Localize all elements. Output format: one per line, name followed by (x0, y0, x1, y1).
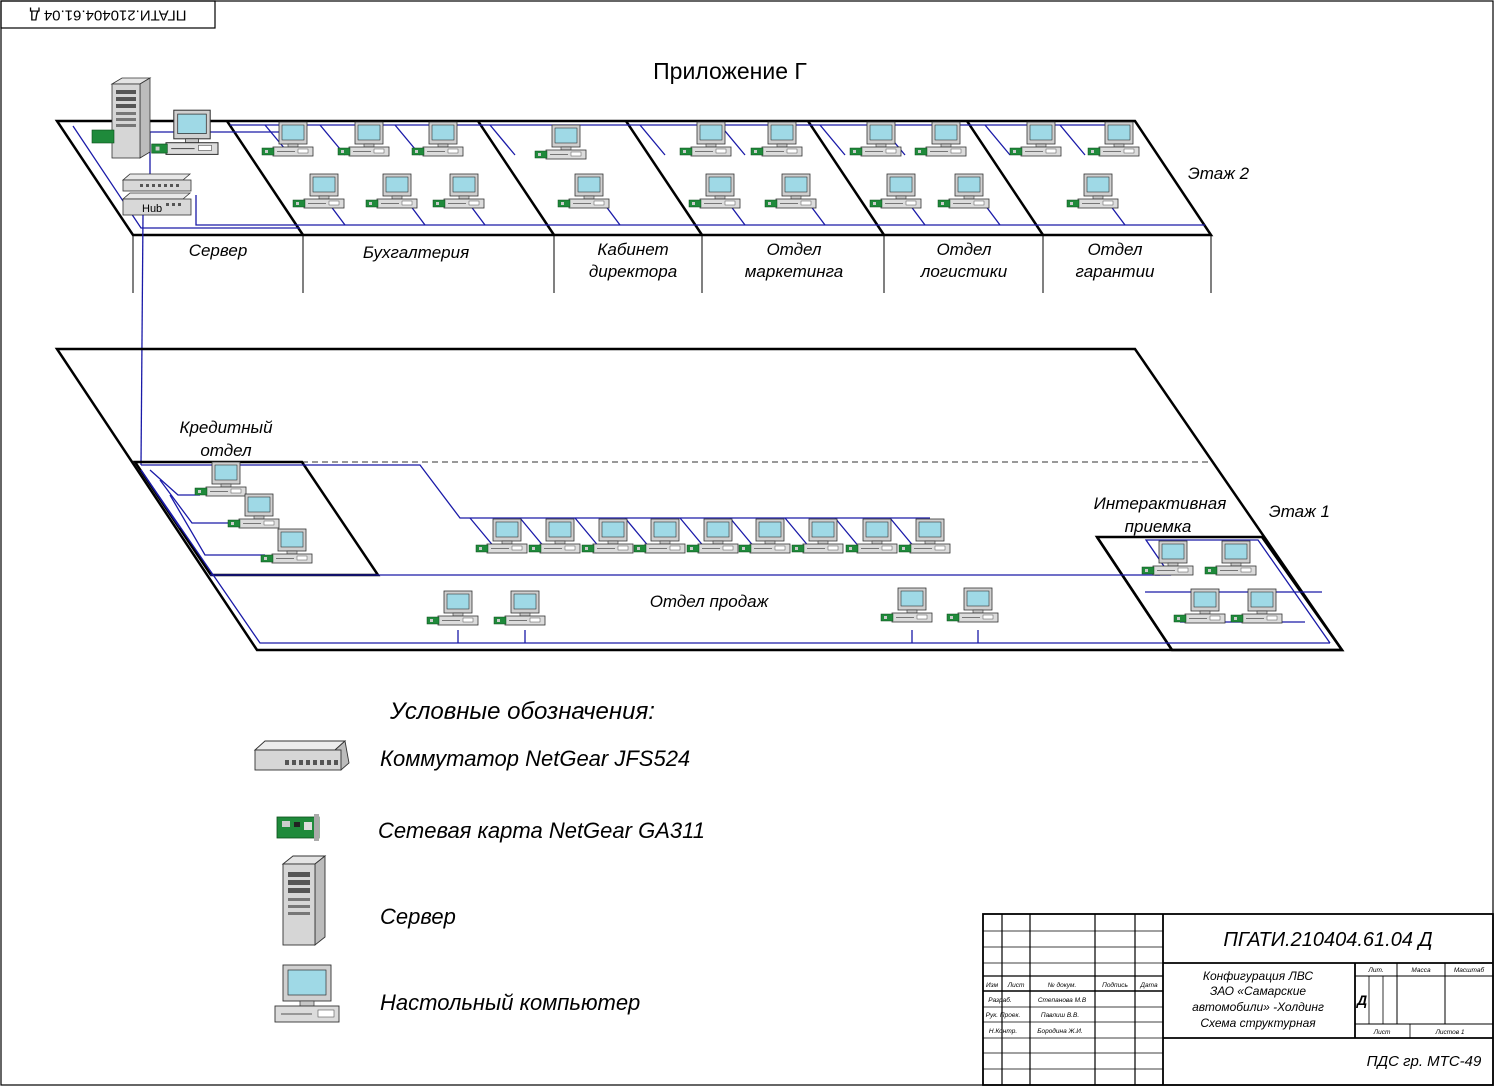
legend-desktop-label: Настольный компьютер (380, 990, 640, 1015)
legend-switch-label: Коммутатор NetGear JFS524 (380, 746, 690, 771)
network-card-icon (91, 129, 115, 144)
col-doc: № докум. (1048, 981, 1077, 989)
svg-text:ПГАТИ.210404.61.04 Д: ПГАТИ.210404.61.04 Д (30, 7, 187, 24)
scale-label: Масштаб (1454, 966, 1485, 974)
legend-card-label: Сетевая карта NetGear GA311 (378, 818, 705, 843)
room-logistics-label-2: логистики (920, 262, 1008, 281)
col-sign: Подпись (1102, 981, 1128, 989)
name-developer: Степанова М.В (1038, 997, 1087, 1004)
name-norm-control: Бородина Ж.И. (1037, 1027, 1083, 1035)
floor-1: Этаж 1 Кредитный отдел Интерактивная при… (54, 347, 1345, 652)
room-credit-label-1: Кредитный (179, 418, 273, 437)
col-date: Дата (1139, 982, 1158, 989)
title-block (982, 913, 1494, 1086)
name-project-lead: Павлиш В.В. (1041, 1012, 1079, 1019)
lit-label: Лит. (1367, 967, 1383, 974)
room-warranty-label-2: гарантии (1076, 262, 1156, 281)
server-icon (281, 855, 327, 946)
col-izm: Изм (986, 982, 999, 989)
page-title: Приложение Г (653, 58, 807, 84)
desc-line-4: Схема структурная (1200, 1016, 1316, 1030)
floor-2-label: Этаж 2 (1188, 164, 1250, 183)
room-warranty-label-1: Отдел (1087, 240, 1142, 259)
room-director-label-1: Кабинет (597, 240, 668, 259)
desc-line-3: автомобили» -Холдинг (1192, 1000, 1324, 1014)
legend: Условные обозначения: Коммутатор NetGear… (253, 698, 705, 1023)
floor-1-label: Этаж 1 (1269, 502, 1330, 521)
desc-line-1: Конфигурация ЛВС (1203, 969, 1314, 983)
switch-icon (121, 173, 192, 216)
sheets-label: Листов 1 (1434, 1029, 1464, 1036)
switch-icon (253, 740, 350, 771)
room-marketing-label-2: маркетинга (745, 262, 843, 281)
col-list: Лист (1007, 982, 1025, 989)
room-marketing-label-1: Отдел (766, 240, 821, 259)
floor-2: Hub Этаж 2 Сервер Бухгалтерия К (54, 77, 1250, 293)
room-credit-label-2: отдел (200, 441, 252, 460)
room-logistics-label-1: Отдел (936, 240, 991, 259)
room-server-label: Сервер (189, 241, 248, 260)
desktop-computer-icon (274, 964, 340, 1023)
corner-code: ПГАТИ.210404.61.04 Д (0, 0, 216, 29)
doc-code: ПГАТИ.210404.61.04 Д (1223, 929, 1432, 951)
network-card-icon (276, 814, 320, 841)
group-label: ПДС гр. МТС-49 (1367, 1053, 1482, 1070)
hub-label: Hub (142, 203, 162, 215)
room-interactive-label-2: приемка (1125, 517, 1192, 536)
role-norm-control: Н.Контр. (989, 1028, 1017, 1035)
room-sales-label: Отдел продаж (650, 592, 770, 611)
room-accounting-label: Бухгалтерия (363, 243, 469, 262)
server-icon (110, 77, 152, 159)
riser-cable (140, 214, 144, 466)
legend-server-label: Сервер (380, 904, 456, 929)
role-developer: Разраб. (988, 996, 1012, 1004)
role-project-lead: Рук. Проек. (986, 1012, 1021, 1019)
room-interactive-label-1: Интерактивная (1094, 494, 1227, 513)
desc-line-2: ЗАО «Самарские (1210, 984, 1306, 998)
mass-label: Масса (1411, 967, 1431, 974)
floor-2-workstations (261, 121, 1140, 209)
title-block-text: ПГАТИ.210404.61.04 Д Конфигурация ЛВС ЗА… (986, 929, 1485, 1070)
legend-heading: Условные обозначения: (389, 698, 655, 725)
letter-value: Д (1356, 992, 1367, 1008)
room-director-label-2: директора (589, 262, 677, 281)
sheet-label: Лист (1373, 1029, 1391, 1036)
